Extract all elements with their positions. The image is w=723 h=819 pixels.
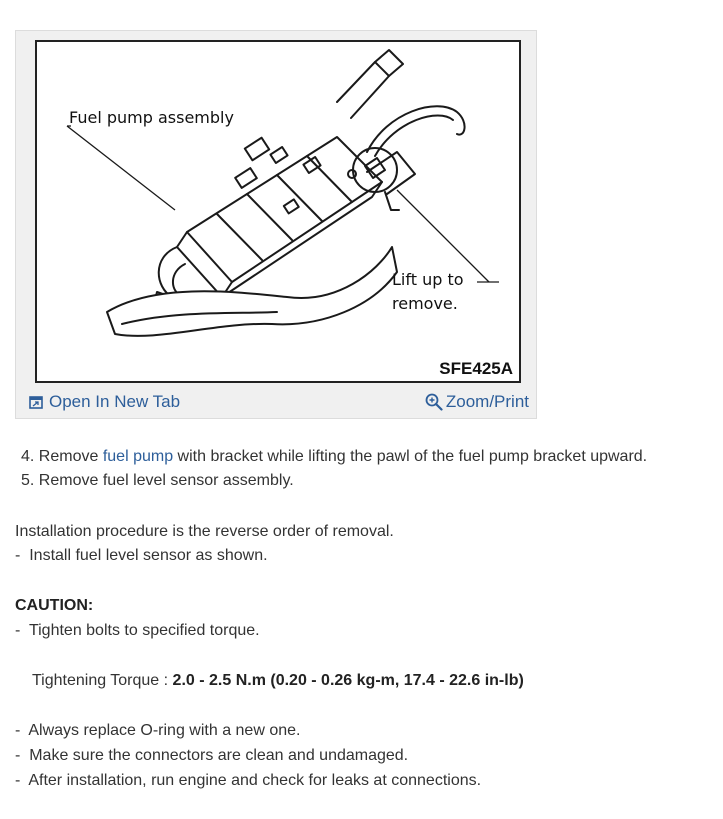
zoom-print-link[interactable]: Zoom/Print [425, 392, 529, 412]
fuel-pump-link[interactable]: fuel pump [102, 448, 174, 465]
step-number: 4. [21, 448, 35, 465]
installation-item-text: Install fuel level sensor as shown. [29, 547, 268, 564]
step-5: 5. Remove fuel level sensor assembly. [21, 469, 294, 493]
installation-item: - Install fuel level sensor as shown. [15, 547, 268, 564]
open-in-new-tab-link[interactable]: Open In New Tab [29, 392, 180, 412]
lift-up-label-line2: remove. [392, 294, 458, 313]
fuel-pump-illustration [66, 49, 499, 337]
figure-code: SFE425A [439, 359, 513, 378]
zoom-magnifier-icon [425, 393, 443, 411]
caution-item-oring: - Always replace O-ring with a new one. [15, 722, 301, 739]
caution-item-text: After installation, run engine and check… [28, 772, 482, 789]
caution-item-connectors: - Make sure the connectors are clean and… [15, 747, 409, 764]
step-text: Remove fuel level sensor assembly. [38, 472, 294, 489]
step-text: with bracket while lifting the pawl of t… [177, 448, 648, 465]
fuel-pump-diagram[interactable]: Fuel pump assembly Lift up to remove. SF… [35, 40, 521, 383]
caution-item-tighten: - Tighten bolts to specified torque. [15, 622, 260, 639]
caution-item-text: Make sure the connectors are clean and u… [29, 747, 409, 764]
caution-item-leaks: - After installation, run engine and che… [15, 772, 482, 789]
installation-heading: Installation procedure is the reverse or… [15, 523, 394, 540]
figure-container: Fuel pump assembly Lift up to remove. SF… [15, 30, 537, 419]
caution-item-text: Always replace O-ring with a new one. [28, 722, 301, 739]
torque-label: Tightening Torque : [32, 672, 169, 689]
step-number: 5. [21, 472, 35, 489]
step-4: 4. Remove fuel pump with bracket while l… [21, 445, 647, 469]
step-text: Remove [38, 448, 99, 465]
open-new-tab-icon [29, 395, 43, 409]
zoom-print-label: Zoom/Print [445, 392, 529, 411]
open-in-new-tab-label: Open In New Tab [49, 392, 181, 411]
caution-item-text: Tighten bolts to specified torque. [28, 622, 260, 639]
fuel-pump-assembly-label: Fuel pump assembly [69, 108, 234, 127]
tightening-torque: Tightening Torque : 2.0 - 2.5 N.m (0.20 … [15, 669, 524, 693]
caution-heading: CAUTION: [15, 597, 94, 614]
torque-value: 2.0 - 2.5 N.m (0.20 - 0.26 kg-m, 17.4 - … [172, 672, 524, 689]
figure-toolbar: Open In New Tab Zoom/Print [16, 388, 536, 418]
lift-up-label-line1: Lift up to [392, 270, 464, 289]
